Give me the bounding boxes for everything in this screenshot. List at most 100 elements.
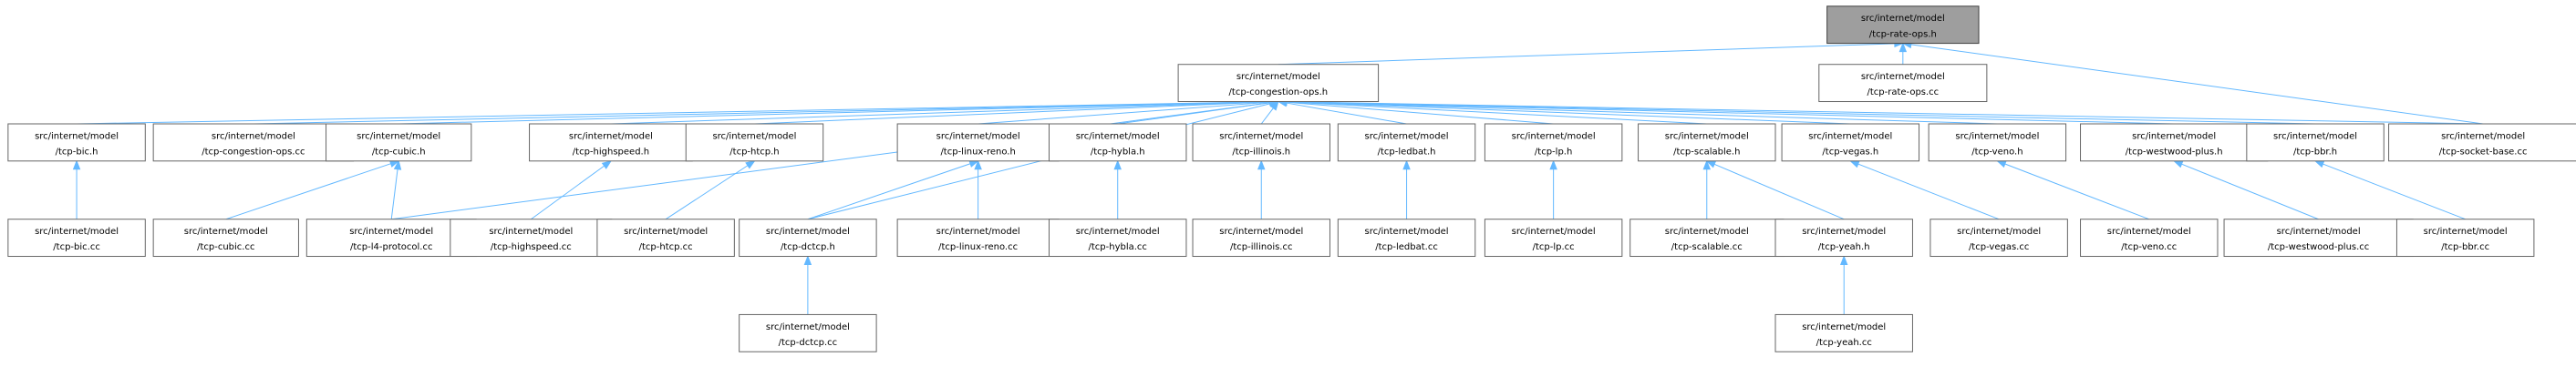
- arrowhead-tcp_illinois_h-to-tcp_congestion_ops_h: [1269, 100, 1279, 111]
- node-box: [1337, 219, 1476, 258]
- node-tcp-rate-ops-h[interactable]: src/internet/model/tcp-rate-ops.h: [1826, 5, 1980, 45]
- edge-tcp_congestion_ops_h-to-tcp_rate_ops_h: [1278, 43, 1895, 66]
- node-tcp-linux-reno-h[interactable]: src/internet/model/tcp-linux-reno.h: [896, 123, 1060, 162]
- node-box: [1337, 123, 1476, 162]
- arrowhead-tcp_hybla_cc-to-tcp_hybla_h: [1113, 159, 1122, 170]
- node-tcp-lp-cc[interactable]: src/internet/model/tcp-lp.cc: [1484, 219, 1623, 258]
- node-label-line1: src/internet/model: [1076, 131, 1160, 141]
- edge-tcp_htcp_cc-to-tcp_htcp_h: [665, 165, 749, 220]
- edge-tcp_westwood_plus_cc-to-tcp_westwood_plus_h: [2181, 163, 2319, 220]
- node-tcp-congestion-ops-h[interactable]: src/internet/model/tcp-congestion-ops.h: [1177, 64, 1380, 103]
- node-box: [1049, 123, 1187, 162]
- node-tcp-socket-base-cc[interactable]: src/internet/model/tcp-socket-base.cc: [2388, 123, 2576, 162]
- edge-tcp_linux_reno_h-to-tcp_congestion_ops_h: [978, 101, 1270, 125]
- edge-tcp_yeah_h-to-tcp_scalable_h: [1713, 163, 1845, 220]
- node-label-line2: /tcp-l4-protocol.cc: [350, 242, 432, 252]
- node-tcp-highspeed-h[interactable]: src/internet/model/tcp-highspeed.h: [529, 123, 693, 162]
- node-tcp-cubic-cc[interactable]: src/internet/model/tcp-cubic.cc: [152, 219, 299, 258]
- node-tcp-ledbat-h[interactable]: src/internet/model/tcp-ledbat.h: [1337, 123, 1476, 162]
- edge-tcp_dctcp_h-to-tcp_linux_reno_h: [807, 163, 971, 220]
- node-tcp-illinois-h[interactable]: src/internet/model/tcp-illinois.h: [1192, 123, 1330, 162]
- node-tcp-scalable-h[interactable]: src/internet/model/tcp-scalable.h: [1638, 123, 1776, 162]
- node-tcp-hybla-h[interactable]: src/internet/model/tcp-hybla.h: [1049, 123, 1187, 162]
- node-tcp-rate-ops-cc[interactable]: src/internet/model/tcp-rate-ops.cc: [1818, 64, 1988, 103]
- node-tcp-yeah-h[interactable]: src/internet/model/tcp-yeah.h: [1774, 219, 1913, 258]
- node-tcp-vegas-cc[interactable]: src/internet/model/tcp-vegas.cc: [1929, 219, 2068, 258]
- node-tcp-yeah-cc[interactable]: src/internet/model/tcp-yeah.cc: [1774, 313, 1913, 352]
- node-label-line1: src/internet/model: [1076, 227, 1160, 237]
- node-label-line2: /tcp-vegas.cc: [1969, 242, 2029, 252]
- node-tcp-dctcp-cc[interactable]: src/internet/model/tcp-dctcp.cc: [739, 313, 877, 352]
- node-tcp-congestion-ops-cc[interactable]: src/internet/model/tcp-congestion-ops.cc: [152, 123, 355, 162]
- node-tcp-scalable-cc[interactable]: src/internet/model/tcp-scalable.cc: [1629, 219, 1785, 258]
- node-label-line1: src/internet/model: [35, 227, 119, 237]
- node-tcp-westwood-plus-h[interactable]: src/internet/model/tcp-westwood-plus.h: [2080, 123, 2269, 162]
- node-tcp-ledbat-cc[interactable]: src/internet/model/tcp-ledbat.cc: [1337, 219, 1476, 258]
- node-label-line1: src/internet/model: [2132, 131, 2216, 141]
- node-label-line2: /tcp-illinois.cc: [1230, 242, 1292, 252]
- node-tcp-westwood-plus-cc[interactable]: src/internet/model/tcp-westwood-plus.cc: [2223, 219, 2414, 258]
- node-box: [326, 123, 472, 162]
- node-label-line2: /tcp-scalable.cc: [1671, 242, 1743, 252]
- node-tcp-bic-cc[interactable]: src/internet/model/tcp-bic.cc: [7, 219, 146, 258]
- node-label-line2: /tcp-congestion-ops.h: [1229, 87, 1329, 97]
- node-tcp-cubic-h[interactable]: src/internet/model/tcp-cubic.h: [326, 123, 472, 162]
- node-tcp-l4-protocol-cc[interactable]: src/internet/model/tcp-l4-protocol.cc: [305, 219, 477, 258]
- node-box: [596, 219, 735, 258]
- node-box: [685, 123, 824, 162]
- node-tcp-bbr-h[interactable]: src/internet/model/tcp-bbr.h: [2246, 123, 2385, 162]
- node-label-line1: src/internet/model: [1665, 131, 1749, 141]
- edge-tcp_socket_base_cc-to-tcp_congestion_ops_h: [1286, 101, 2484, 125]
- node-tcp-linux-reno-cc[interactable]: src/internet/model/tcp-linux-reno.cc: [896, 219, 1060, 258]
- node-label-line2: /tcp-illinois.h: [1232, 147, 1290, 157]
- node-label-line2: /tcp-dctcp.h: [781, 242, 835, 252]
- node-label-line1: src/internet/model: [1665, 227, 1749, 237]
- node-label-line2: /tcp-westwood-plus.h: [2126, 147, 2223, 157]
- node-box: [896, 123, 1060, 162]
- node-label-line1: src/internet/model: [212, 131, 295, 141]
- node-tcp-bic-h[interactable]: src/internet/model/tcp-bic.h: [7, 123, 146, 162]
- node-box: [2223, 219, 2414, 258]
- arrowhead-tcp_htcp_cc-to-tcp_htcp_h: [745, 160, 756, 169]
- node-tcp-hybla-cc[interactable]: src/internet/model/tcp-hybla.cc: [1049, 219, 1187, 258]
- arrowhead-tcp_dctcp_cc-to-tcp_dctcp_h: [803, 255, 812, 266]
- node-label-line1: src/internet/model: [2277, 227, 2361, 237]
- node-box: [2080, 123, 2269, 162]
- node-tcp-htcp-cc[interactable]: src/internet/model/tcp-htcp.cc: [596, 219, 735, 258]
- node-label-line2: /tcp-yeah.h: [1818, 242, 1870, 252]
- node-box: [2246, 123, 2385, 162]
- arrowhead-tcp_yeah_cc-to-tcp_yeah_h: [1839, 255, 1848, 266]
- arrowhead-tcp_highspeed_cc-to-tcp_highspeed_h: [601, 159, 613, 169]
- arrowhead-tcp_vegas_cc-to-tcp_vegas_h: [1849, 160, 1860, 168]
- node-tcp-highspeed-cc[interactable]: src/internet/model/tcp-highspeed.cc: [450, 219, 613, 258]
- node-label-line1: src/internet/model: [936, 131, 1020, 141]
- edge-tcp_vegas_cc-to-tcp_vegas_h: [1857, 163, 2000, 220]
- arrowhead-tcp_bbr_cc-to-tcp_bbr_h: [2313, 160, 2325, 168]
- edge-tcp_l4_protocol_cc-to-tcp_cubic_h: [390, 168, 398, 219]
- edge-tcp_highspeed_h-to-tcp_congestion_ops_h: [610, 101, 1270, 125]
- node-box: [1826, 5, 1980, 45]
- node-label-line2: /tcp-ledbat.h: [1378, 147, 1436, 157]
- node-tcp-htcp-h[interactable]: src/internet/model/tcp-htcp.h: [685, 123, 824, 162]
- node-tcp-veno-h[interactable]: src/internet/model/tcp-veno.h: [1928, 123, 2067, 162]
- node-tcp-bbr-cc[interactable]: src/internet/model/tcp-bbr.cc: [2395, 219, 2535, 258]
- node-tcp-lp-h[interactable]: src/internet/model/tcp-lp.h: [1484, 123, 1623, 162]
- node-box: [7, 219, 146, 258]
- node-label-line2: /tcp-bbr.h: [2293, 147, 2337, 157]
- node-box: [1049, 219, 1187, 258]
- node-label-line2: /tcp-bic.cc: [53, 242, 100, 252]
- node-label-line2: /tcp-dctcp.cc: [779, 338, 838, 348]
- node-label-line2: /tcp-ledbat.cc: [1375, 242, 1438, 252]
- edge-tcp_cubic_cc-to-tcp_cubic_h: [225, 163, 391, 220]
- node-label-line2: /tcp-htcp.h: [729, 147, 779, 157]
- node-label-line2: /tcp-congestion-ops.cc: [202, 147, 305, 157]
- node-label-line2: /tcp-hybla.cc: [1089, 242, 1147, 252]
- node-tcp-veno-cc[interactable]: src/internet/model/tcp-veno.cc: [2080, 219, 2219, 258]
- node-label-line1: src/internet/model: [1365, 131, 1449, 141]
- node-tcp-dctcp-h[interactable]: src/internet/model/tcp-dctcp.h: [739, 219, 877, 258]
- arrowhead-tcp_ledbat_cc-to-tcp_ledbat_h: [1402, 159, 1411, 170]
- node-label-line1: src/internet/model: [349, 227, 433, 237]
- edge-tcp_ledbat_h-to-tcp_congestion_ops_h: [1286, 102, 1407, 125]
- node-tcp-vegas-h[interactable]: src/internet/model/tcp-vegas.h: [1781, 123, 1920, 162]
- node-tcp-illinois-cc[interactable]: src/internet/model/tcp-illinois.cc: [1192, 219, 1330, 258]
